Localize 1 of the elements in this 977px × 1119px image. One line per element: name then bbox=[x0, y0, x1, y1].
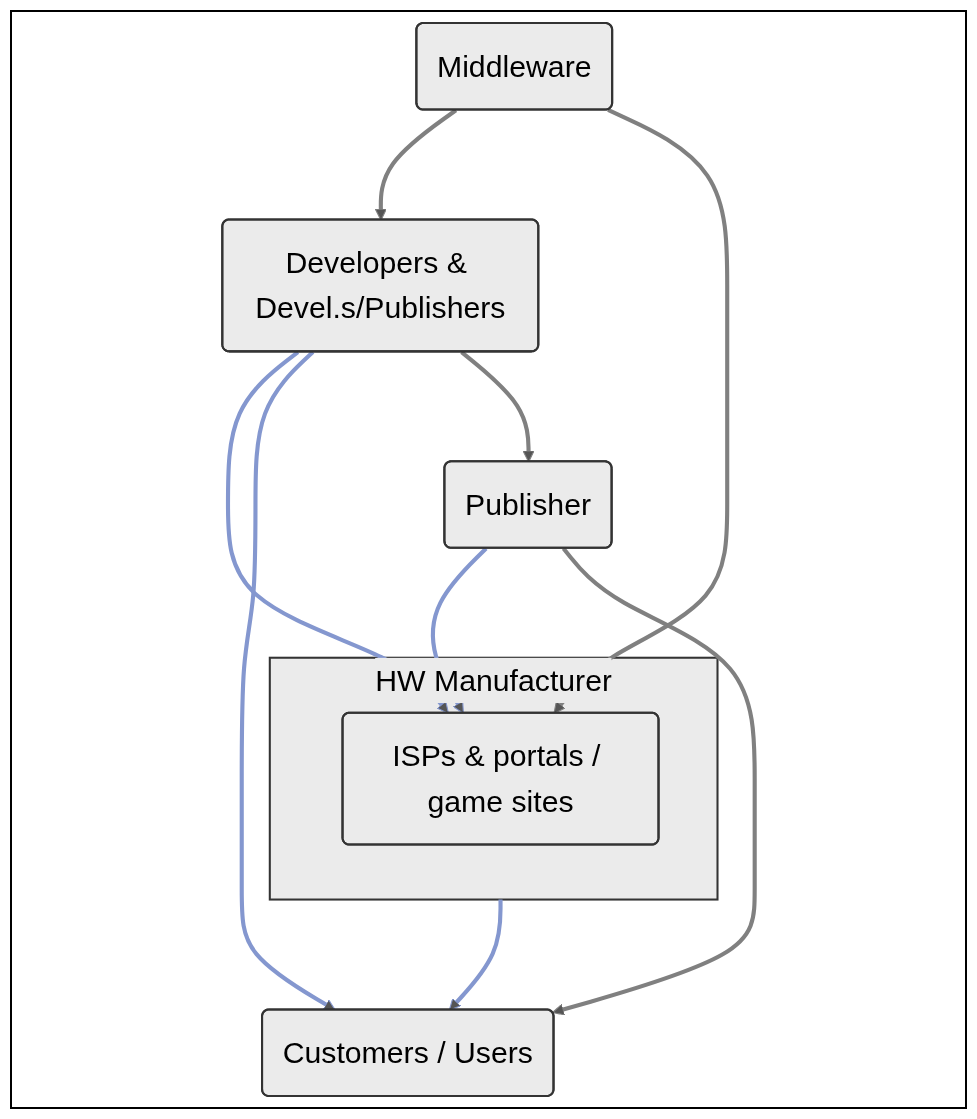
arrow bbox=[552, 547, 757, 1016]
